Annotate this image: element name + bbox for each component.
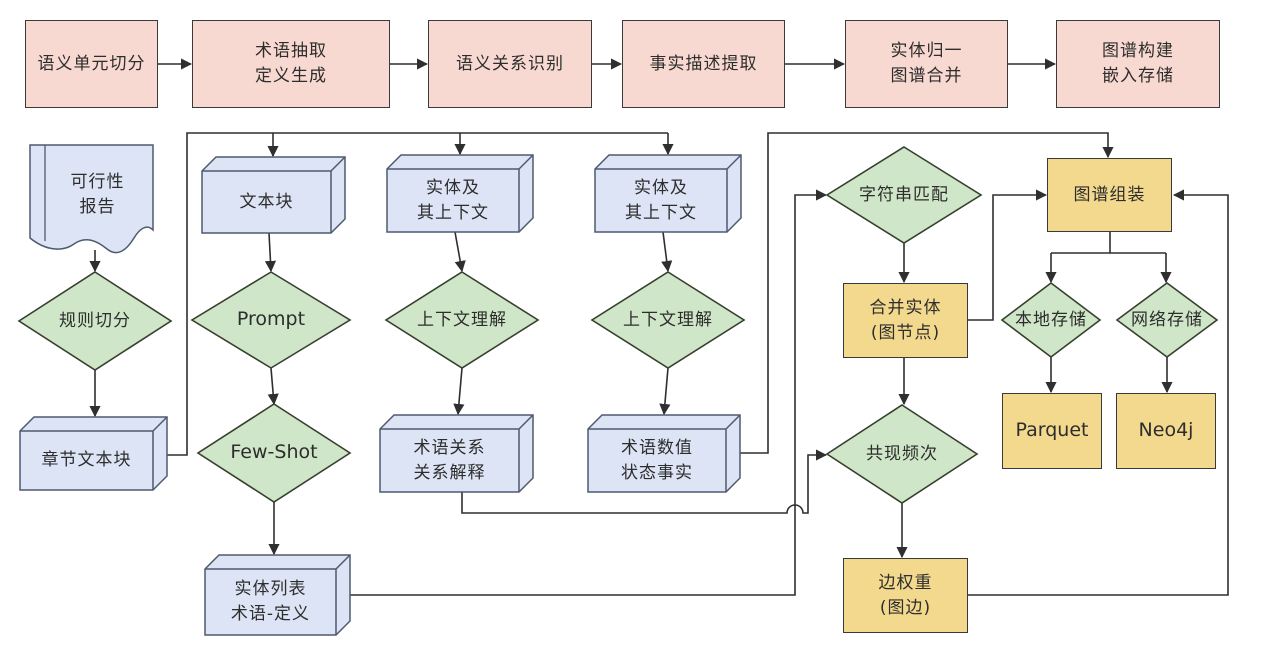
- node-local-storage: 本地存储: [1015, 309, 1087, 330]
- node-prompt: Prompt: [236, 308, 306, 331]
- cube-entity-list: [204, 554, 351, 636]
- diamond-context-understanding-1: [384, 271, 540, 369]
- node-graph-assembly: 图谱组装: [1047, 158, 1172, 232]
- node-term-relations: 术语关系 关系解释: [413, 437, 486, 483]
- node-edge-weight: 边权重 (图边): [843, 558, 968, 633]
- edge-merge-assembly: [968, 189, 1048, 321]
- node-graph-construction: 图谱构建 嵌入存储: [1056, 20, 1220, 108]
- node-feasibility-report: 可行性 报告: [70, 172, 125, 217]
- edge-assembly-split: [1051, 232, 1166, 254]
- node-network-storage: 网络存储: [1131, 309, 1203, 330]
- diamond-prompt: [190, 271, 352, 369]
- cube-term-relations: [379, 414, 534, 493]
- edge-edgeweight-assembly: [968, 189, 1229, 596]
- edge-termrel-cooccur: [461, 449, 828, 514]
- node-chapter-text-block: 章节文本块: [41, 450, 132, 471]
- node-text-block: 文本块: [239, 191, 294, 212]
- diamond-context-understanding-2: [590, 271, 746, 369]
- node-parquet: Parquet: [1002, 393, 1102, 469]
- node-cooccurrence-frequency: 共现频次: [866, 443, 938, 464]
- node-neo4j: Neo4j: [1116, 393, 1216, 469]
- node-term-values: 术语数值 状态事实: [621, 437, 693, 483]
- node-term-extraction: 术语抽取 定义生成: [192, 20, 390, 108]
- edge-entity1-ctx1: [454, 231, 466, 273]
- edge-entlist-stringmatch: [350, 189, 828, 596]
- node-entity-list: 实体列表 术语-定义: [230, 579, 311, 624]
- node-entity-context-1: 实体及 其上下文: [417, 177, 489, 223]
- node-semantic-relation-recognition: 语义关系识别: [428, 20, 592, 108]
- diamond-local-storage: [1000, 281, 1102, 359]
- diamond-cooccurrence: [825, 404, 979, 504]
- node-context-understanding-2: 上下文理解: [623, 309, 713, 330]
- edge-entity2-ctx2: [661, 231, 673, 273]
- node-semantic-unit-segmentation: 语义单元切分: [25, 20, 158, 108]
- cube-term-values: [587, 414, 741, 493]
- cube-text-block: [201, 156, 346, 234]
- node-string-matching: 字符串匹配: [859, 184, 949, 205]
- edge-prompt-fewshot: [267, 367, 279, 406]
- node-few-shot: Few-Shot: [230, 441, 318, 464]
- node-merge-entities: 合并实体 (图节点): [843, 283, 968, 358]
- cube-entity-context-1: [386, 154, 534, 233]
- edge-termval-assembly: [740, 132, 1114, 454]
- node-fact-description-extraction: 事实描述提取: [622, 20, 785, 108]
- diamond-rule-segmentation: [17, 271, 173, 371]
- node-entity-normalization: 实体归一 图谱合并: [845, 20, 1008, 108]
- node-context-understanding-1: 上下文理解: [417, 309, 507, 330]
- edge-chapter-rail: [167, 132, 668, 456]
- node-rule-segmentation: 规则切分: [59, 310, 131, 331]
- diamond-few-shot: [196, 403, 352, 503]
- cube-chapter-text-block: [19, 416, 168, 491]
- diamond-network-storage: [1115, 282, 1219, 358]
- node-entity-context-2: 实体及 其上下文: [625, 177, 697, 223]
- edge-ctx2-termval: [659, 367, 671, 416]
- document-shape-feasibility-report: [29, 144, 154, 254]
- diamond-string-matching: [825, 146, 983, 244]
- edge-ctx1-termrel: [453, 367, 465, 416]
- cube-entity-context-2: [594, 154, 742, 233]
- edge-textblock-prompt: [264, 232, 277, 273]
